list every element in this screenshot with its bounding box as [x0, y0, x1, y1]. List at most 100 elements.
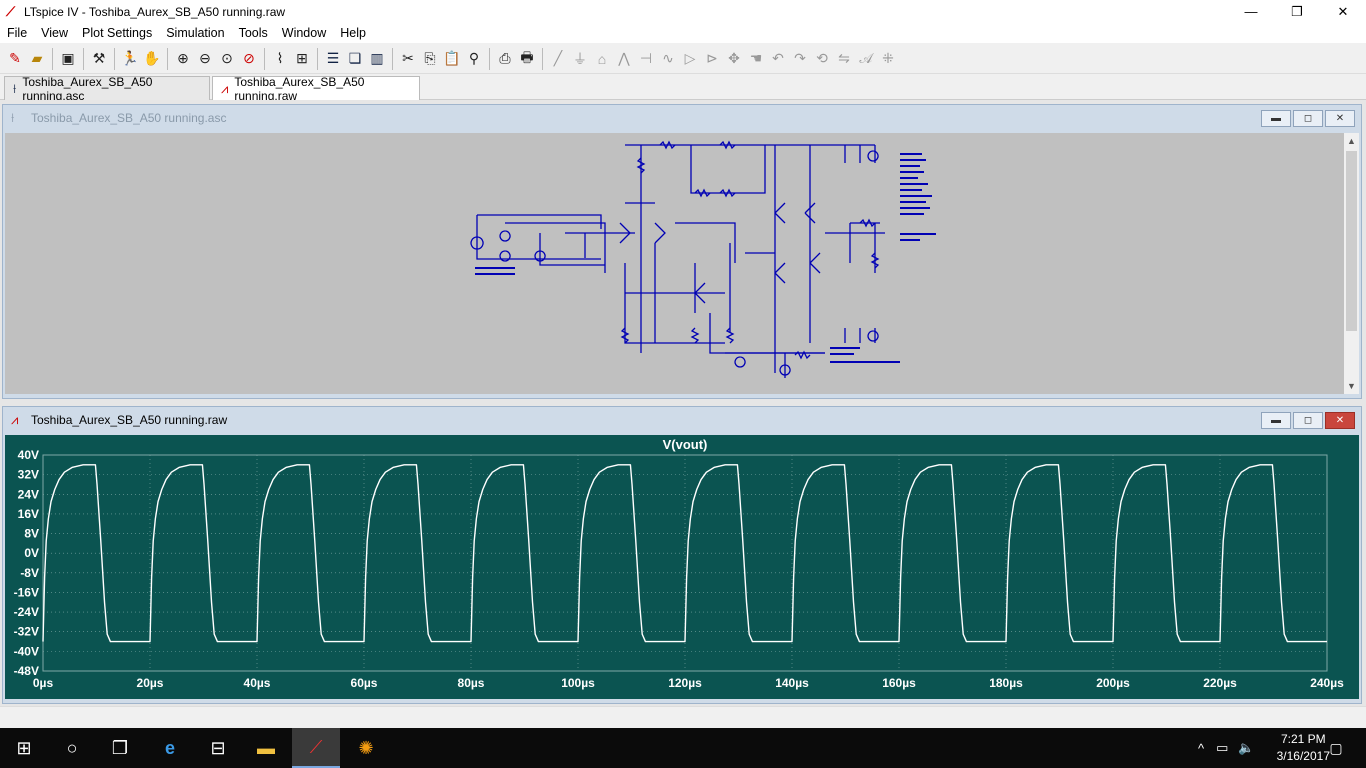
- schematic-maximize-button[interactable]: ◻: [1293, 110, 1323, 127]
- menu-tools[interactable]: Tools: [238, 26, 268, 40]
- schematic-minimize-button[interactable]: ▬: [1261, 110, 1291, 127]
- volume-icon[interactable]: 🔈: [1238, 740, 1255, 755]
- xnview-icon[interactable]: ✺: [358, 737, 374, 758]
- toolbar-separator: [167, 47, 168, 70]
- toolbar-separator: [317, 47, 318, 70]
- waveform-close-button[interactable]: ✕: [1325, 412, 1355, 429]
- spice-directive-icon[interactable]: ⁜: [882, 50, 894, 66]
- tray-chevron-icon[interactable]: ^: [1198, 740, 1205, 756]
- diode-icon[interactable]: ▷: [684, 50, 696, 66]
- y-tick-label: 24V: [18, 487, 39, 501]
- toolbar: ✎ ▰ ▣ ⚒ 🏃 ✋ ⊕ ⊖ ⊙ ⊘ ⌇ ⊞ ☰ ❏ ▥ ✂ ⎘ 📋 ⚲ ⎙ …: [0, 44, 1366, 74]
- task-view-icon[interactable]: ❐: [111, 737, 129, 758]
- paste-icon[interactable]: 📋: [443, 50, 461, 66]
- ground-icon[interactable]: ⏚: [573, 50, 587, 67]
- schematic-icon: ⟊: [11, 110, 15, 125]
- menu-simulation[interactable]: Simulation: [166, 26, 225, 40]
- menu-help[interactable]: Help: [340, 26, 366, 40]
- halt-icon[interactable]: ✋: [143, 50, 161, 66]
- x-tick-label: 180µs: [989, 676, 1023, 690]
- toolbar-separator: [264, 47, 265, 70]
- zoom-cancel-icon[interactable]: ⊘: [243, 50, 255, 66]
- toolbar-separator: [392, 47, 393, 70]
- waveform-minimize-button[interactable]: ▬: [1261, 412, 1291, 429]
- schematic-window-titlebar[interactable]: ⟊ Toshiba_Aurex_SB_A50 running.asc ▬ ◻ ✕: [3, 105, 1361, 131]
- tab-waveform[interactable]: ⩘ Toshiba_Aurex_SB_A50 running.raw: [212, 75, 420, 103]
- network-icon[interactable]: ▭: [1216, 740, 1229, 755]
- autorange-icon[interactable]: ⌇: [276, 50, 284, 66]
- schematic-drawing: [470, 140, 936, 378]
- minimize-button[interactable]: —: [1244, 4, 1258, 19]
- x-tick-label: 20µs: [137, 676, 164, 690]
- rotate-icon[interactable]: ⟲: [816, 50, 828, 66]
- grid-icon[interactable]: ⊞: [296, 50, 308, 66]
- chart-title: V(vout): [663, 437, 708, 452]
- zoom-fit-icon[interactable]: ⊙: [221, 50, 233, 66]
- mdi-area: ⟊ Toshiba_Aurex_SB_A50 running.asc ▬ ◻ ✕: [0, 100, 1366, 706]
- zoom-out-icon[interactable]: ⊖: [199, 50, 211, 66]
- waveform-chart[interactable]: V(vout)40V32V24V16V8V0V-8V-16V-24V-32V-4…: [5, 435, 1359, 701]
- cortana-icon[interactable]: ○: [66, 737, 78, 758]
- move-icon[interactable]: ✥: [728, 50, 740, 66]
- drag-icon[interactable]: ☚: [749, 50, 763, 66]
- wire-icon[interactable]: ╱: [553, 50, 563, 66]
- capacitor-icon[interactable]: ⊣: [639, 50, 653, 66]
- zoom-in-icon[interactable]: ⊕: [177, 50, 189, 66]
- y-tick-label: 16V: [18, 507, 39, 521]
- menu-plot-settings[interactable]: Plot Settings: [82, 26, 153, 40]
- menu-view[interactable]: View: [41, 26, 69, 40]
- waveform-window-titlebar[interactable]: ⩘ Toshiba_Aurex_SB_A50 running.raw ▬ ◻ ✕: [3, 407, 1361, 433]
- text-icon[interactable]: 𝒜: [859, 50, 873, 66]
- schematic-vertical-scrollbar[interactable]: ▲ ▼: [1344, 133, 1359, 394]
- run-icon[interactable]: 🏃: [121, 50, 139, 66]
- document-tabs: ⟊ Toshiba_Aurex_SB_A50 running.asc ⩘ Tos…: [0, 74, 1366, 103]
- system-tray: ^ ▭ 🔈: [1198, 728, 1265, 768]
- file-explorer-icon[interactable]: ▬: [257, 737, 275, 758]
- tab-schematic[interactable]: ⟊ Toshiba_Aurex_SB_A50 running.asc: [4, 75, 210, 103]
- label-icon[interactable]: ⌂: [597, 50, 607, 67]
- clock-time: 7:21 PM: [1280, 732, 1326, 746]
- x-tick-label: 140µs: [775, 676, 809, 690]
- x-tick-label: 240µs: [1310, 676, 1344, 690]
- series-line-vout: [42, 464, 1327, 643]
- edge-icon[interactable]: e: [164, 737, 175, 758]
- print-icon[interactable]: 🖶: [520, 48, 534, 65]
- window-title: LTspice IV - Toshiba_Aurex_SB_A50 runnin…: [24, 4, 286, 19]
- inductor-icon[interactable]: ∿: [662, 50, 674, 66]
- scrollbar-thumb[interactable]: [1346, 151, 1357, 331]
- close-button[interactable]: ✕: [1337, 3, 1349, 19]
- schematic-close-button[interactable]: ✕: [1325, 110, 1355, 127]
- control-panel-icon[interactable]: ⚒: [92, 50, 106, 66]
- find-icon[interactable]: ⚲: [468, 50, 480, 66]
- redo-icon[interactable]: ↷: [794, 50, 806, 66]
- cascade-icon[interactable]: ❏: [348, 50, 362, 66]
- schematic-canvas[interactable]: [5, 133, 1344, 394]
- cut-icon[interactable]: ✂: [402, 50, 414, 66]
- tile-horizontal-icon[interactable]: ☰: [326, 50, 340, 66]
- y-tick-label: 32V: [18, 468, 39, 482]
- scroll-down-icon[interactable]: ▼: [1347, 381, 1356, 391]
- copy-icon[interactable]: ⎘: [424, 50, 436, 66]
- scroll-up-icon[interactable]: ▲: [1347, 136, 1356, 146]
- open-icon[interactable]: ▰: [31, 50, 43, 66]
- new-schematic-icon[interactable]: ✎: [9, 50, 21, 66]
- component-icon[interactable]: ⊳: [706, 50, 718, 66]
- resistor-icon[interactable]: ⋀: [618, 50, 630, 66]
- maximize-button[interactable]: ❐: [1291, 3, 1303, 19]
- y-tick-label: 40V: [18, 448, 39, 462]
- ltspice-icon[interactable]: ⟋: [292, 728, 340, 768]
- undo-icon[interactable]: ↶: [772, 50, 784, 66]
- save-icon[interactable]: ▣: [61, 50, 75, 66]
- store-icon[interactable]: ⊟: [210, 737, 226, 758]
- print-setup-icon[interactable]: ⎙: [499, 50, 511, 66]
- action-center-icon[interactable]: ▢: [1329, 739, 1343, 756]
- menu-window[interactable]: Window: [281, 26, 327, 40]
- mirror-icon[interactable]: ⇋: [838, 50, 850, 66]
- start-icon[interactable]: ⊞: [16, 737, 32, 758]
- menu-file[interactable]: File: [7, 26, 28, 40]
- menu-bar: File View Plot Settings Simulation Tools…: [0, 23, 1366, 43]
- system-clock[interactable]: 7:21 PM 3/16/2017: [1277, 731, 1330, 765]
- tile-vertical-icon[interactable]: ▥: [370, 50, 384, 66]
- waveform-maximize-button[interactable]: ◻: [1293, 412, 1323, 429]
